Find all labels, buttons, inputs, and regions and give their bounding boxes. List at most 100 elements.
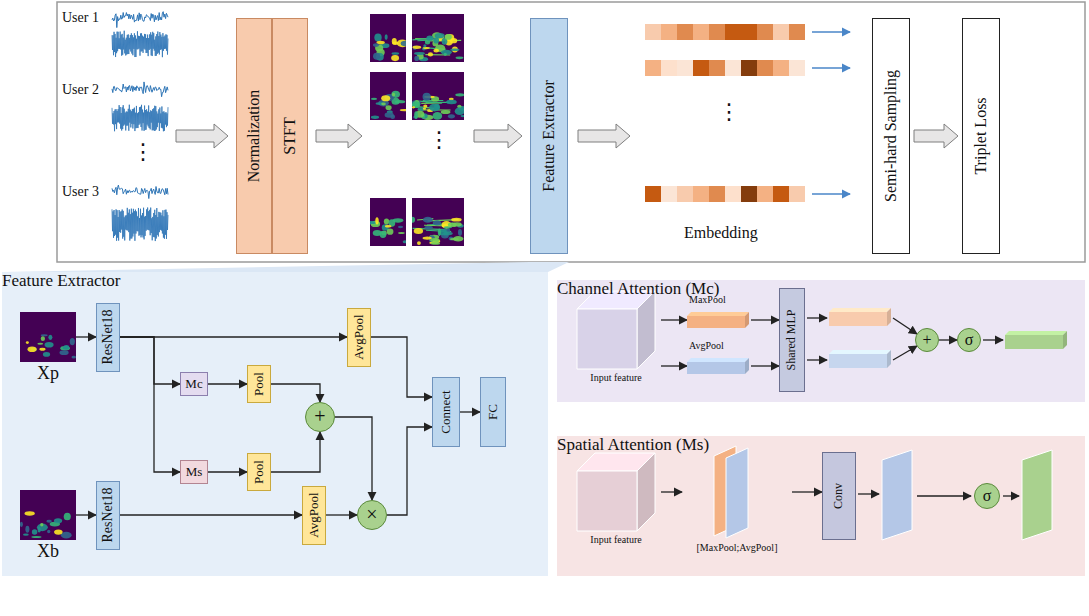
- spectrogram-blob: [444, 53, 447, 56]
- embedding-cell: [773, 24, 789, 40]
- spectrogram-blob: [403, 240, 406, 243]
- embedding-cell: [757, 186, 773, 202]
- spectrogram-blob: [381, 95, 390, 101]
- bar-top: [687, 358, 749, 362]
- bar-side: [745, 312, 749, 328]
- spectrogram-blob: [23, 534, 29, 536]
- spectrogram-blob: [401, 41, 406, 47]
- node-label: σ: [983, 488, 992, 504]
- spectrogram-blob: [26, 341, 29, 344]
- arrow-line: [893, 318, 917, 334]
- spectrogram-blob: [412, 101, 420, 108]
- spectrogram-blob: [54, 529, 63, 534]
- pool-block: AvgPool: [347, 308, 371, 367]
- spectrogram-blob: [423, 93, 431, 101]
- spectrogram-ground: [20, 490, 76, 540]
- spectrogram-blob: [391, 55, 399, 61]
- spectrogram-blob: [45, 342, 54, 348]
- embedding-cell: [709, 186, 725, 202]
- node-label: Conv: [832, 483, 845, 509]
- spectrogram-ground: [370, 14, 406, 62]
- embedding-cell: [789, 186, 805, 202]
- spectrogram-blob: [423, 217, 433, 223]
- node-picture: [571, 452, 661, 532]
- node-label: ResNet18: [100, 309, 115, 364]
- arrow-line: [807, 359, 827, 360]
- spectrogram-blob: [450, 48, 459, 51]
- spectrogram: [412, 72, 464, 120]
- spectrogram-blob: [40, 523, 43, 527]
- node-picture: [571, 290, 661, 370]
- connector: [335, 417, 372, 500]
- spectrogram-blob: [433, 220, 441, 225]
- panel-caption: Channel Attention (Mc): [557, 280, 719, 299]
- spectrogram-blob: [390, 115, 395, 120]
- pooled-maps: [MaxPool;AvgPool]: [682, 444, 792, 564]
- channel-attention-panel: [557, 280, 1085, 402]
- spectrogram-blob: [438, 228, 441, 236]
- embedding-cell: [645, 24, 661, 40]
- spectrogram-blob: [392, 93, 395, 97]
- embedding-cell: [725, 24, 741, 40]
- spectrogram-blob: [60, 346, 70, 350]
- node-label: AvgPool: [352, 314, 366, 359]
- operator-circle: σ: [957, 328, 981, 352]
- bar-side: [745, 358, 749, 374]
- waveform: [112, 82, 168, 97]
- flow-arrow: [176, 124, 228, 148]
- waveform: [112, 208, 168, 242]
- process-box: STFT: [272, 18, 308, 254]
- spectrogram: [370, 14, 406, 62]
- spectrogram-blob: [395, 100, 405, 103]
- spectrogram-blob: [455, 56, 463, 59]
- embedding-cell: [677, 60, 693, 76]
- spectrogram-blob: [381, 103, 386, 106]
- arrow-line: [812, 31, 850, 32]
- spectrogram-blob: [412, 217, 415, 223]
- spectrogram-blob: [455, 107, 464, 115]
- spectrogram: [370, 72, 406, 120]
- spectrogram-blob: [385, 34, 388, 40]
- node-label: STFT: [281, 117, 299, 154]
- spectrogram-blob: [430, 238, 439, 242]
- spectrogram-blob: [431, 242, 440, 245]
- spectrogram-blob: [433, 37, 439, 43]
- waveform: [112, 31, 168, 57]
- connector: [792, 491, 822, 492]
- bar-top: [687, 312, 749, 316]
- spectrogram-blob: [448, 114, 455, 118]
- embedding-cell: [757, 24, 773, 40]
- node-label: FC: [486, 404, 500, 420]
- spectrogram-blob: [61, 532, 72, 539]
- node-label: Triplet Loss: [972, 97, 990, 174]
- spectrogram-blob: [414, 111, 418, 119]
- mlp-block: Shared MLP: [779, 288, 805, 392]
- pool-block: AvgPool: [302, 486, 326, 545]
- spectrogram-blob: [423, 44, 426, 47]
- node-picture: [682, 444, 792, 540]
- attention-block: Ms: [180, 460, 208, 484]
- input-feature: Input feature: [571, 452, 661, 552]
- node-picture: [20, 490, 76, 540]
- spectrogram: [412, 14, 464, 62]
- panel: Input featureMaxPoolAvgPoolShared MLP+σC…: [557, 280, 1085, 402]
- spectrogram-blob: [71, 356, 76, 359]
- connector: [661, 491, 682, 492]
- cube-side: [637, 453, 655, 531]
- input-spectrogram: Xb: [20, 490, 76, 568]
- connector: [939, 339, 957, 340]
- bar-side: [887, 308, 891, 326]
- spectrogram-blob: [455, 93, 464, 96]
- panel-caption: Feature Extractor: [2, 272, 120, 291]
- flow-label: User 2: [62, 82, 99, 97]
- arrow-line: [812, 193, 850, 194]
- process-box: Feature Extractor: [530, 18, 568, 254]
- node-label: Shared MLP: [785, 310, 798, 371]
- arrow-line: [858, 493, 879, 494]
- node-label: Pool: [252, 372, 266, 396]
- spectrogram-blob: [371, 98, 377, 100]
- connector: [326, 514, 357, 515]
- node-picture: [20, 312, 76, 362]
- bar-front: [829, 354, 887, 368]
- flow-arrow: [316, 124, 362, 148]
